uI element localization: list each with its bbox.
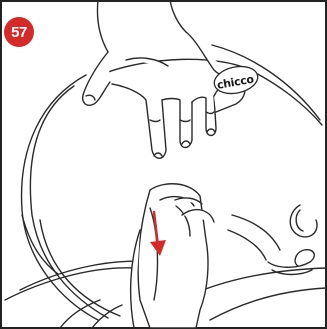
strap-hand-icon bbox=[131, 184, 214, 328]
step-number-label: 57 bbox=[11, 24, 27, 41]
fastener-icon bbox=[228, 205, 317, 275]
step-number-badge: 57 bbox=[4, 17, 34, 47]
